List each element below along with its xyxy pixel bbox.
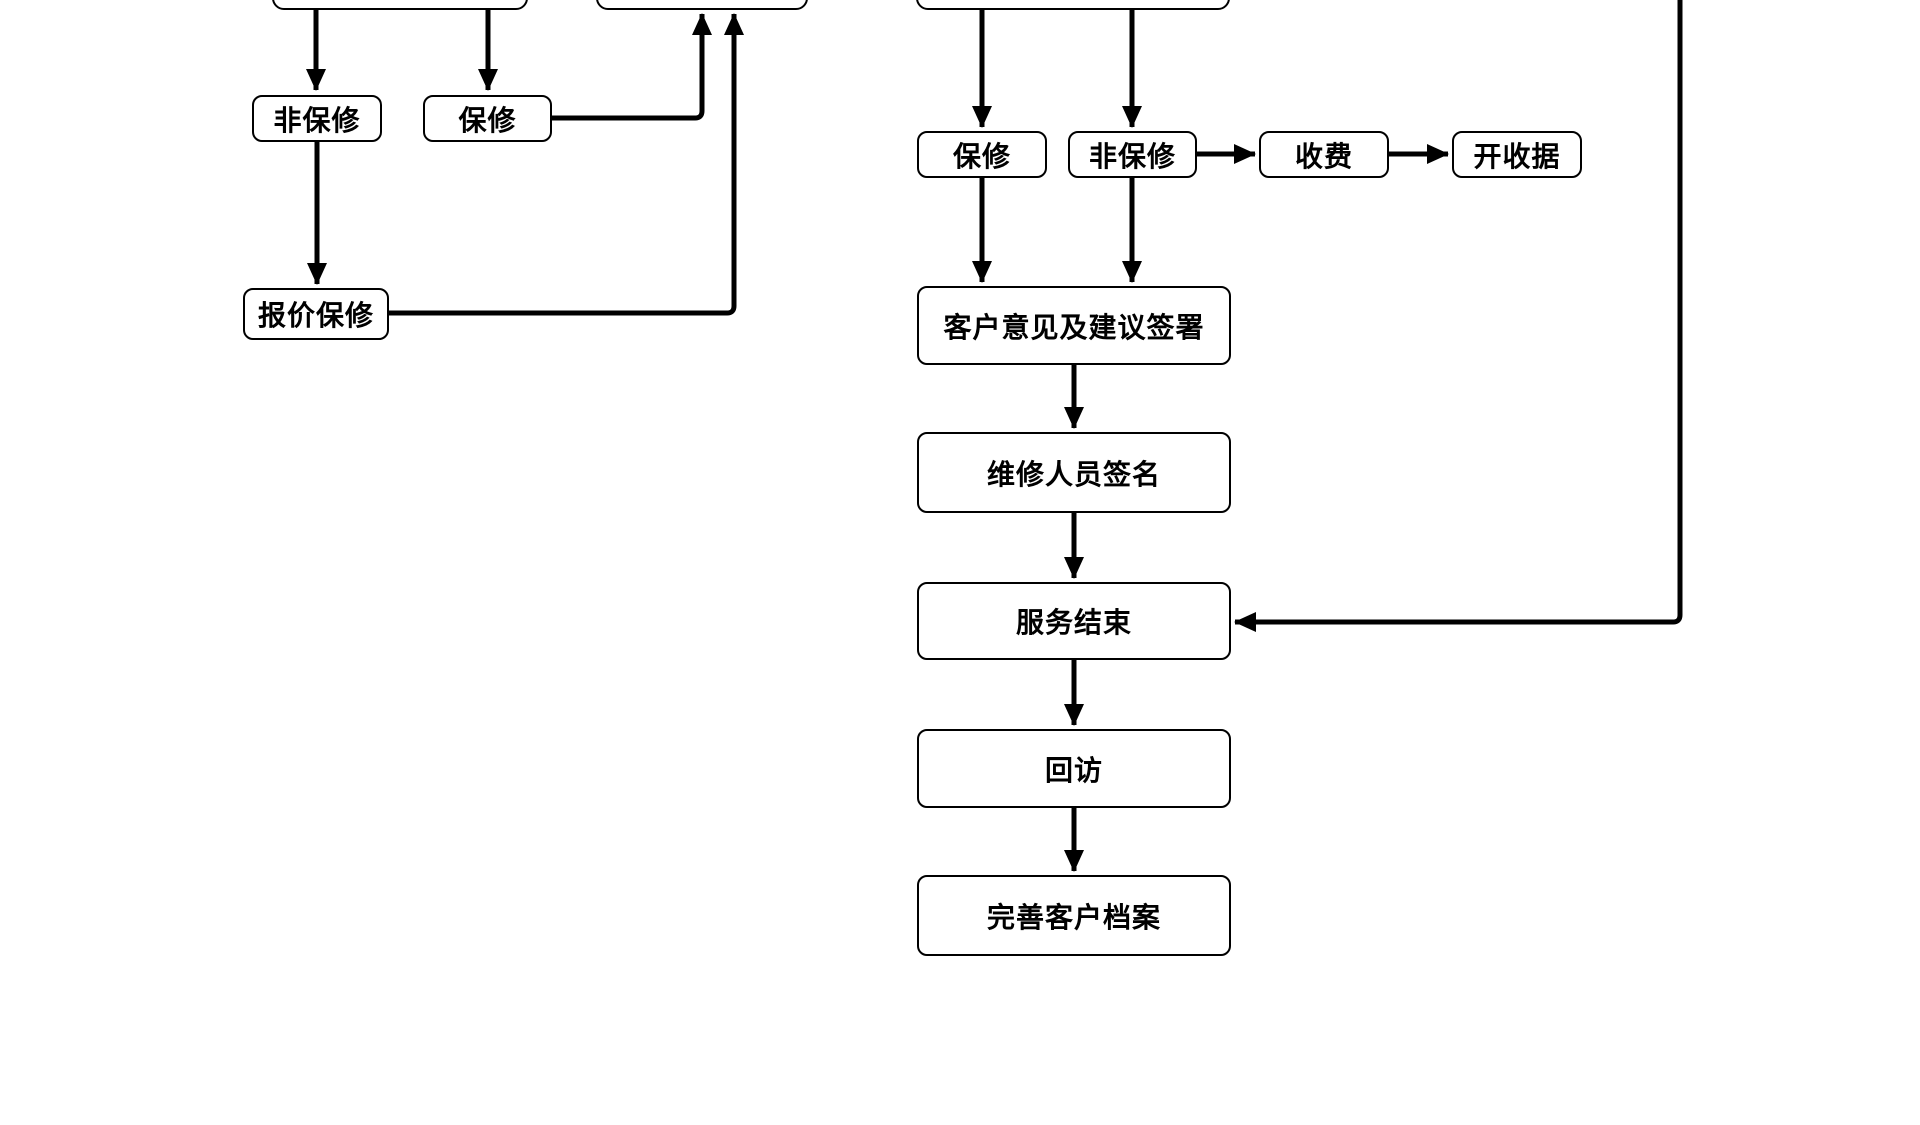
node-left-warranty[interactable]: 保修	[423, 95, 552, 142]
node-complete-customer-file[interactable]: 完善客户档案	[917, 875, 1231, 956]
node-service-end-label: 服务结束	[1015, 606, 1132, 639]
node-right-nonwarranty-label: 非保修	[1088, 139, 1176, 173]
node-issue-receipt-label: 开收据	[1473, 139, 1561, 173]
node-customer-feedback-sign-label: 客户意见及建议签署	[943, 310, 1205, 344]
node-right-nonwarranty[interactable]: 非保修	[1068, 131, 1197, 178]
node-right-warranty[interactable]: 保修	[917, 131, 1047, 178]
node-left-nonwarranty[interactable]: 非保修	[252, 95, 382, 142]
connector-feedback-loop-to-service-end	[1234, 0, 1683, 632]
node-customer-feedback-sign[interactable]: 客户意见及建议签署	[917, 286, 1231, 365]
node-follow-up-label: 回访	[1044, 753, 1103, 787]
node-left-warranty-label: 保修	[458, 103, 517, 137]
node-issue-receipt[interactable]: 开收据	[1452, 131, 1582, 178]
node-charge-label: 收费	[1294, 139, 1353, 173]
node-top-left-partial[interactable]	[272, 0, 528, 10]
node-quote-warranty[interactable]: 报价保修	[243, 288, 389, 340]
node-charge[interactable]: 收费	[1259, 131, 1389, 178]
node-technician-signature[interactable]: 维修人员签名	[917, 432, 1231, 513]
connector-left-warranty-up-to-topbox	[551, 13, 712, 121]
connector-quote-warranty-up-to-topbox	[389, 13, 744, 316]
node-left-nonwarranty-label: 非保修	[273, 103, 361, 137]
node-follow-up[interactable]: 回访	[917, 729, 1231, 808]
node-service-end[interactable]: 服务结束	[917, 582, 1231, 660]
node-complete-customer-file-label: 完善客户档案	[986, 900, 1161, 934]
node-right-warranty-label: 保修	[952, 139, 1011, 173]
node-technician-signature-label: 维修人员签名	[986, 457, 1161, 491]
node-top-right-partial[interactable]	[916, 0, 1230, 10]
node-top-center-partial[interactable]	[596, 0, 808, 10]
node-quote-warranty-label: 报价保修	[257, 299, 374, 332]
